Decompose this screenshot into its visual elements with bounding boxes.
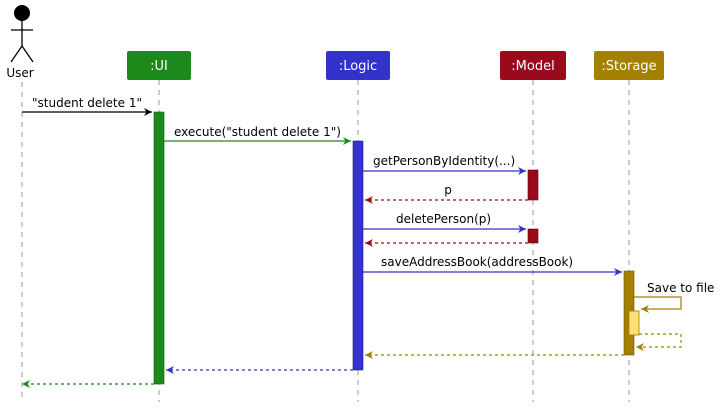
participant-logic: :Logic [326,51,390,80]
self-call-return-arrow [636,333,682,351]
participant-model-label: :Model [511,59,554,74]
actor-label: User [6,66,33,80]
user-actor-icon [10,5,34,63]
participant-storage-label: :Storage [601,59,656,74]
participant-model: :Model [500,51,566,80]
participant-ui: :UI [127,51,191,80]
participant-logic-label: :Logic [339,59,377,74]
self-call-arrow [634,296,682,313]
self-call-label: Save to file [647,281,714,295]
return-label-p: p [444,183,452,197]
activation-model-1 [527,169,539,201]
participant-ui-label: :UI [150,59,168,74]
activation-logic [352,140,364,371]
participant-storage: :Storage [594,51,664,80]
activation-model-2 [527,228,539,244]
message-label-2: execute("student delete 1") [174,125,341,139]
activation-storage-nested [628,310,640,336]
message-label-1: "student delete 1" [32,96,142,110]
message-label-4: deletePerson(p) [396,212,491,226]
message-label-3: getPersonByIdentity(...) [373,154,515,168]
message-label-5: saveAddressBook(addressBook) [381,255,573,269]
activation-ui [153,111,165,385]
